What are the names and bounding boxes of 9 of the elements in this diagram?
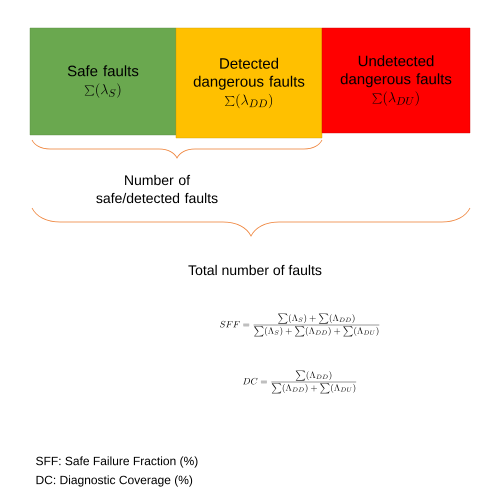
- formula: $SFF=\frac{\sum(\Lambda_{S})+\sum(\Lambda_{DD})}{\sum(\Lambda_{S})+\sum(\Lambda_{DD})+\sum(\Lambda_{DU})}$: [220, 314, 380, 336]
- legend-text: DC: Diagnostic Coverage (%): [36, 475, 192, 487]
- caption-text: Number of safe/detected faults: [96, 174, 218, 204]
- fault-box: Undetected dangerous faults $\sum(\lambda_{DU})$: [322, 28, 470, 134]
- fault-box: Detected dangerous faults $\sum(\lambda_{DD})$: [176, 28, 322, 138]
- caption-text: Total number of faults: [188, 264, 322, 276]
- legend-text: SFF: Safe Failure Fraction (%): [36, 456, 198, 468]
- fault-box: Safe faults $\sum(\lambda_{S})$: [30, 28, 176, 136]
- formula: $DC=\frac{\sum(\Lambda_{DD})}{\sum(\Lambda_{DD})+\sum(\Lambda_{DU})}$: [243, 370, 356, 394]
